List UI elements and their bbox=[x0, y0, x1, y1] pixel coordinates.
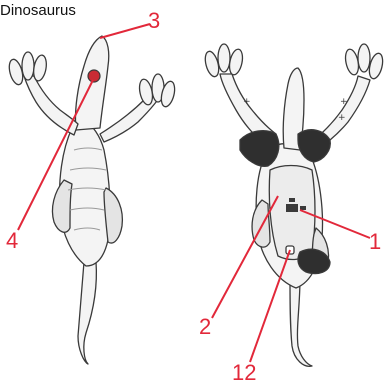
left-leg-right bbox=[104, 188, 122, 243]
callout-3: 3 bbox=[148, 8, 160, 33]
right-tail bbox=[290, 278, 312, 366]
svg-text:+: + bbox=[243, 97, 251, 107]
callout-12: 12 bbox=[232, 360, 256, 382]
right-hand-left bbox=[203, 44, 245, 78]
dinosaur-bottom-view: + + + bbox=[203, 44, 385, 366]
left-leg-left bbox=[52, 180, 72, 232]
callout-line-3 bbox=[100, 24, 150, 38]
callout-1: 1 bbox=[369, 229, 381, 254]
callout-2: 2 bbox=[199, 314, 211, 339]
head-sensor bbox=[88, 70, 100, 82]
svg-text:+: + bbox=[338, 113, 346, 123]
svg-text:+: + bbox=[340, 97, 348, 107]
callout-4: 4 bbox=[6, 228, 18, 253]
right-hand-right bbox=[343, 44, 385, 80]
left-tail bbox=[78, 262, 96, 364]
shoulder-pad-left bbox=[240, 131, 279, 167]
